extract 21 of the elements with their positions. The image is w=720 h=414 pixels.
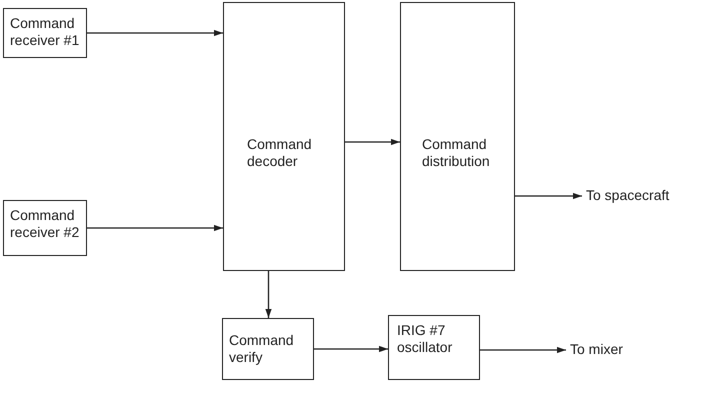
box-label: Command receiver #2 xyxy=(10,207,80,241)
process-box xyxy=(3,200,87,256)
process-box xyxy=(223,2,345,271)
process-box xyxy=(400,2,515,271)
process-box xyxy=(3,8,87,58)
arrow xyxy=(87,30,223,36)
box-label: Command decoder xyxy=(247,136,313,170)
arrow xyxy=(480,346,566,354)
arrow xyxy=(87,224,223,232)
box-label: Command verify xyxy=(229,332,295,366)
arrow xyxy=(314,346,388,352)
arrow xyxy=(515,192,582,200)
process-box xyxy=(222,318,314,380)
process-box xyxy=(388,315,480,380)
output-label: To spacecraft xyxy=(586,187,670,204)
box-label: Command receiver #1 xyxy=(10,15,80,49)
arrow xyxy=(265,271,272,318)
output-label: To mixer xyxy=(570,341,624,358)
arrow xyxy=(345,138,400,146)
box-label: Command distribution xyxy=(422,136,491,170)
box-label: IRIG #7 oscillator xyxy=(397,322,454,356)
